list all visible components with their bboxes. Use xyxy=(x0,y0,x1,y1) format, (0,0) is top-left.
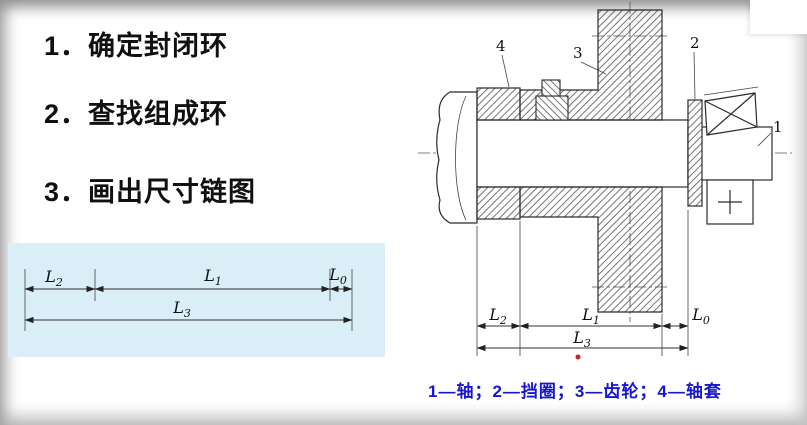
dimension-chain-diagram: L2 L1 L0 L3 xyxy=(24,265,353,331)
callout-4: 4 xyxy=(496,37,506,55)
chain-dimension-lines xyxy=(24,285,353,324)
callout-2: 2 xyxy=(690,34,700,52)
dim-label-l3: L3 xyxy=(572,328,591,350)
bearing xyxy=(703,86,759,225)
chain-ticks xyxy=(24,269,353,331)
retaining-ring-section xyxy=(687,99,703,207)
step-item-1: 1．确定封闭环 xyxy=(44,31,229,61)
chain-label-l0: L0 xyxy=(328,265,347,287)
callout-1: 1 xyxy=(773,118,783,136)
chain-label-l3: L3 xyxy=(172,298,191,320)
callouts: 4 3 2 1 xyxy=(496,34,783,147)
dimension-chain-box: L2 L1 L0 L3 xyxy=(8,243,385,357)
corner-box xyxy=(750,0,807,34)
dim-label-l0: L0 xyxy=(691,305,710,327)
step-item-3: 3．画出尺寸链图 xyxy=(44,177,257,207)
callout-3: 3 xyxy=(573,44,583,62)
sleeve-section xyxy=(476,87,521,220)
assembly-drawing: 4 3 2 1 L2 L1 L0 L3 xyxy=(410,0,807,375)
key-section xyxy=(535,79,569,121)
step-item-2: 2．查找组成环 xyxy=(44,99,229,129)
parts-caption: 1—轴；2—挡圈；3—齿轮；4—轴套 xyxy=(428,382,722,401)
dim-label-l2: L2 xyxy=(488,305,507,327)
chain-label-l2: L2 xyxy=(44,267,63,289)
dim-label-l1: L1 xyxy=(581,305,600,327)
chain-label-l1: L1 xyxy=(203,266,222,288)
dimension-lines: L2 L1 L0 L3 xyxy=(476,210,710,360)
red-dot-marker xyxy=(575,354,581,360)
shaft-shoulder xyxy=(436,91,478,224)
